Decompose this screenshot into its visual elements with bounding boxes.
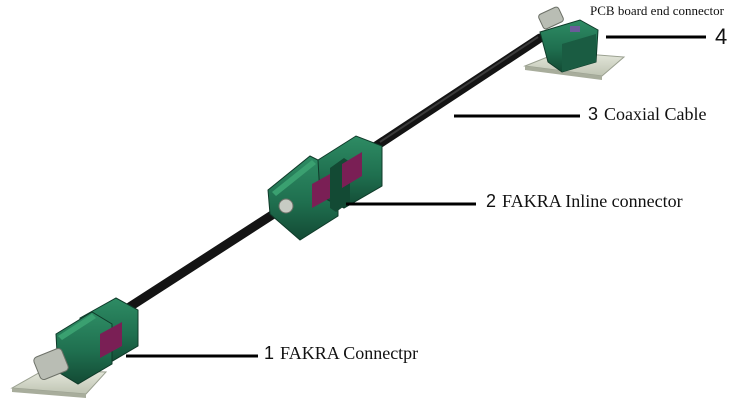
cable-segment-upper bbox=[371, 33, 545, 151]
inline-key-left bbox=[312, 174, 330, 208]
fakra-board-edge bbox=[12, 388, 86, 398]
callout-3-text: Coaxial Cable bbox=[604, 104, 707, 124]
fakra-inline-connector bbox=[267, 135, 383, 241]
pcb-board-end-connector bbox=[523, 6, 626, 80]
pcb-board-edge bbox=[525, 66, 602, 80]
callout-3-number: 3 bbox=[588, 104, 599, 124]
pcb-connector-key bbox=[570, 26, 580, 32]
inline-connector-rib bbox=[272, 160, 316, 196]
pcb-connector-face bbox=[562, 34, 596, 72]
callout-1-number: 1 bbox=[264, 343, 275, 363]
callout-4-number: 4 bbox=[715, 24, 728, 49]
inline-connector-ferrule bbox=[278, 198, 294, 214]
callout-4-text: PCB board end connector bbox=[590, 3, 724, 18]
cable-highlight bbox=[379, 36, 539, 143]
callout-1-text: FAKRA Connectpr bbox=[280, 343, 419, 363]
fakra-plug-tip bbox=[33, 347, 69, 381]
fakra-key bbox=[100, 322, 122, 358]
coaxial-cable bbox=[123, 33, 545, 313]
callout-2-text: FAKRA Inline connector bbox=[502, 191, 683, 211]
fakra-connector bbox=[10, 297, 139, 398]
callout-2-number: 2 bbox=[486, 191, 497, 211]
cable-segment-lower bbox=[123, 201, 291, 313]
fakra-body-rib bbox=[58, 314, 96, 340]
pcb-connector-tip bbox=[538, 6, 564, 30]
inline-key-right bbox=[342, 152, 362, 188]
